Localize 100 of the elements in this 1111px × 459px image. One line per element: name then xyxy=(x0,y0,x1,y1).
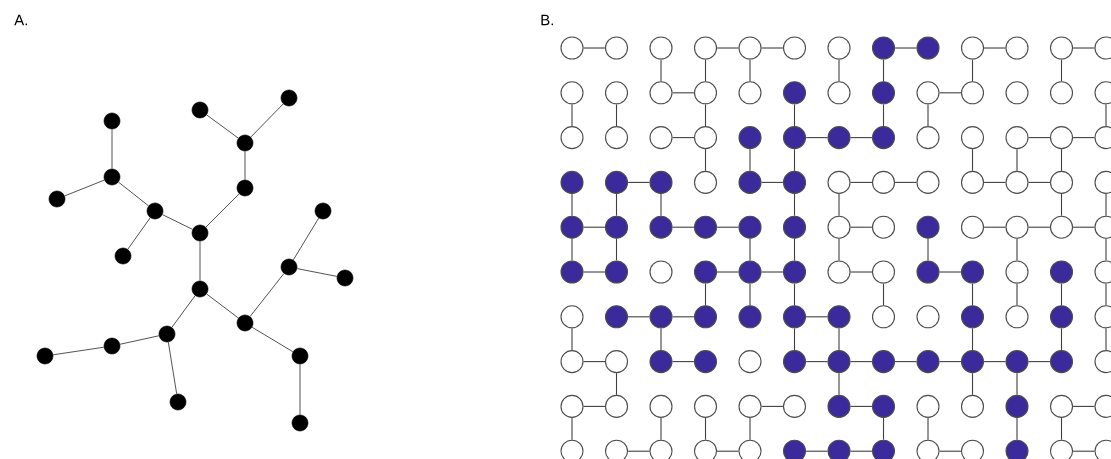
node-dot xyxy=(649,170,673,194)
node-dot xyxy=(1005,394,1029,418)
node-circle xyxy=(649,260,673,284)
edge-line xyxy=(1105,103,1107,127)
edge-line xyxy=(1072,450,1095,452)
node-dot xyxy=(280,258,298,276)
node-circle xyxy=(916,394,940,418)
node-dot xyxy=(191,280,209,298)
edge-line xyxy=(660,59,662,82)
node-circle xyxy=(1005,215,1029,239)
edge-line xyxy=(793,238,796,261)
node-circle xyxy=(738,81,762,105)
edge-line xyxy=(971,59,974,82)
edge-line xyxy=(838,327,840,351)
edge-line xyxy=(206,114,239,139)
edge-line xyxy=(761,47,784,49)
edge-line xyxy=(761,181,784,183)
edge-line xyxy=(251,326,294,353)
edge-line xyxy=(850,450,873,452)
edge-line xyxy=(793,327,796,351)
node-circle xyxy=(871,305,896,329)
node-dot xyxy=(871,350,896,374)
edge-line xyxy=(939,271,962,273)
node-dot xyxy=(1049,260,1074,284)
edge-line xyxy=(1016,283,1018,306)
node-dot xyxy=(960,350,985,374)
node-circle xyxy=(782,394,807,418)
node-dot xyxy=(649,305,673,329)
edge-line xyxy=(627,181,650,183)
node-dot xyxy=(738,305,762,329)
node-dot xyxy=(916,260,940,284)
node-circle xyxy=(738,36,762,60)
edge-line xyxy=(571,327,573,351)
node-dot xyxy=(827,439,851,459)
node-dot xyxy=(649,350,673,374)
node-dot xyxy=(336,269,354,287)
node-circle xyxy=(560,36,584,60)
node-dot xyxy=(280,89,298,107)
edge-line xyxy=(805,316,828,318)
edge-line xyxy=(1060,193,1063,217)
node-circle xyxy=(1005,126,1029,150)
node-dot xyxy=(1049,350,1074,374)
edge-line xyxy=(583,271,606,273)
edge-line xyxy=(205,193,240,228)
edge-line xyxy=(749,283,751,306)
node-circle xyxy=(960,81,985,105)
node-dot xyxy=(782,81,807,105)
edge-line xyxy=(838,238,840,261)
panel-label: B. xyxy=(541,14,553,26)
node-circle xyxy=(960,126,985,150)
edge-line xyxy=(1105,238,1107,261)
node-dot xyxy=(158,325,176,343)
edge-line xyxy=(749,417,751,441)
edge-line xyxy=(672,137,695,139)
edge-line xyxy=(927,417,929,441)
edge-line xyxy=(64,179,105,197)
edge-line xyxy=(704,148,707,172)
edge-line xyxy=(627,450,650,452)
edge-line xyxy=(1072,137,1095,139)
node-dot xyxy=(36,347,54,365)
edge-line xyxy=(118,181,149,207)
node-dot xyxy=(1005,350,1029,374)
node-circle xyxy=(604,81,629,105)
node-dot xyxy=(146,202,164,220)
node-circle xyxy=(1005,305,1029,329)
node-circle xyxy=(738,350,762,374)
edge-line xyxy=(167,341,178,395)
edge-line xyxy=(749,238,751,261)
edge-line xyxy=(299,363,301,416)
node-dot xyxy=(48,190,66,208)
edge-line xyxy=(850,181,873,183)
node-dot xyxy=(960,260,985,284)
edge-line xyxy=(1016,417,1018,441)
edge-line xyxy=(927,238,929,261)
edge-line xyxy=(983,226,1006,228)
node-dot xyxy=(871,439,896,459)
node-circle xyxy=(1049,36,1074,60)
node-dot xyxy=(103,112,121,130)
edge-line xyxy=(882,417,885,441)
node-dot xyxy=(871,36,896,60)
edge-line xyxy=(1105,193,1107,217)
edge-line xyxy=(615,372,618,396)
edge-line xyxy=(111,128,113,170)
node-dot xyxy=(236,179,254,197)
node-circle xyxy=(960,394,985,418)
edge-line xyxy=(1016,372,1018,396)
edge-line xyxy=(1060,283,1063,306)
edge-line xyxy=(939,361,962,363)
edge-line xyxy=(1028,137,1051,139)
node-dot xyxy=(103,337,121,355)
edge-line xyxy=(1072,226,1095,228)
node-dot xyxy=(114,247,132,265)
edge-line xyxy=(672,226,695,228)
edge-line xyxy=(716,271,739,273)
edge-line xyxy=(1060,59,1063,82)
edge-line xyxy=(660,193,662,217)
node-dot xyxy=(693,215,718,239)
edge-line xyxy=(761,271,784,273)
edge-line xyxy=(119,335,160,345)
node-circle xyxy=(604,350,629,374)
